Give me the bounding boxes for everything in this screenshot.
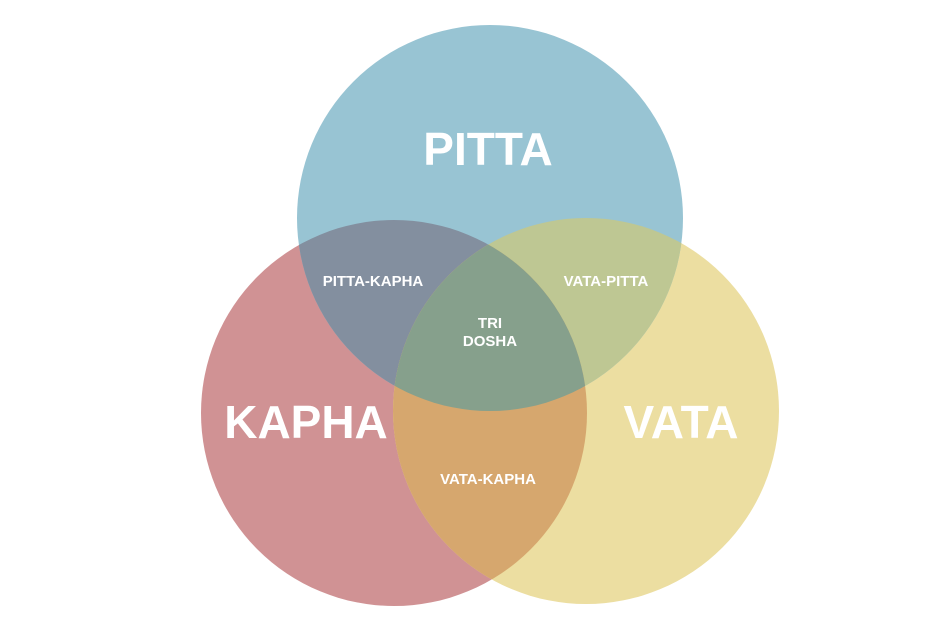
tri-dosha-region [393, 220, 587, 411]
pitta-label: PITTA [423, 123, 552, 175]
vata-label: VATA [624, 396, 739, 448]
vata-pitta-label: VATA-PITTA [564, 273, 649, 290]
kapha-label: KAPHA [224, 396, 388, 448]
tri-dosha-label-line1: TRI [478, 315, 502, 332]
tri-dosha-label-line2: DOSHA [463, 333, 517, 350]
pitta-kapha-label: PITTA-KAPHA [323, 273, 424, 290]
vata-kapha-label: VATA-KAPHA [440, 471, 536, 488]
